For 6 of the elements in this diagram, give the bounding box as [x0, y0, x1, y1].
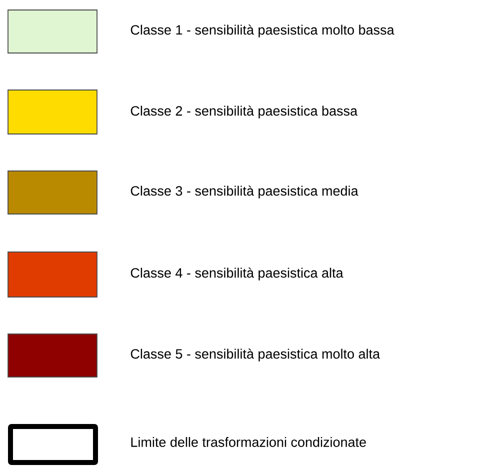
legend-label: Classe 1 - sensibilità paesistica molto bassa	[130, 24, 394, 38]
legend-label: Limite delle trasformazioni condizionate	[131, 437, 366, 447]
legend-label: Classe 5 - sensibilità paesistica molto alta	[130, 348, 380, 362]
legend-label: Classe 2 - sensibilità paesistica bassa	[130, 106, 358, 118]
legend-label: Classe 3 - sensibilità paesistica media	[130, 186, 358, 198]
legend-label: Classe 4 - sensibilità paesistica alta	[130, 268, 344, 280]
